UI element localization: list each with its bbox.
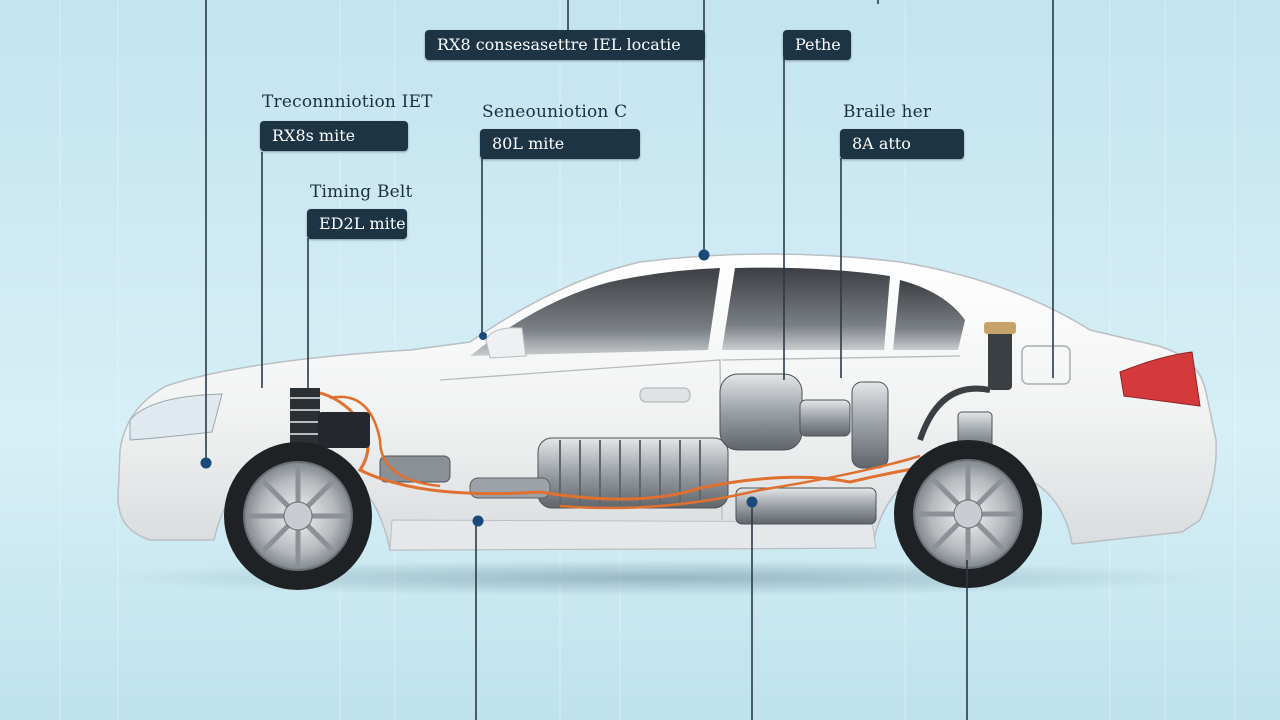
front-wheel	[224, 442, 372, 590]
callout-timing-belt-tag: ED2L mite	[307, 209, 407, 239]
marker-dots	[200, 249, 758, 527]
callout-brake-title: Braile her	[843, 102, 932, 122]
callout-center-title: Seneouniotion C	[482, 102, 628, 122]
callout-transmission-tag: RX8s mite	[260, 121, 408, 151]
callout-transmission-title: Treconnniotion IET	[262, 92, 433, 112]
callout-timing-belt-title: Timing Belt	[310, 182, 413, 202]
drivetrain	[290, 322, 1016, 525]
callout-top-right-tag: Pethe	[783, 30, 851, 60]
callout-top-center-tag: RX8 consesasettre IEL locatie	[425, 30, 705, 60]
rear-wheel	[894, 440, 1042, 588]
callout-center-tag: 80L mite	[480, 129, 640, 159]
callout-brake-tag: 8A atto	[840, 129, 964, 159]
